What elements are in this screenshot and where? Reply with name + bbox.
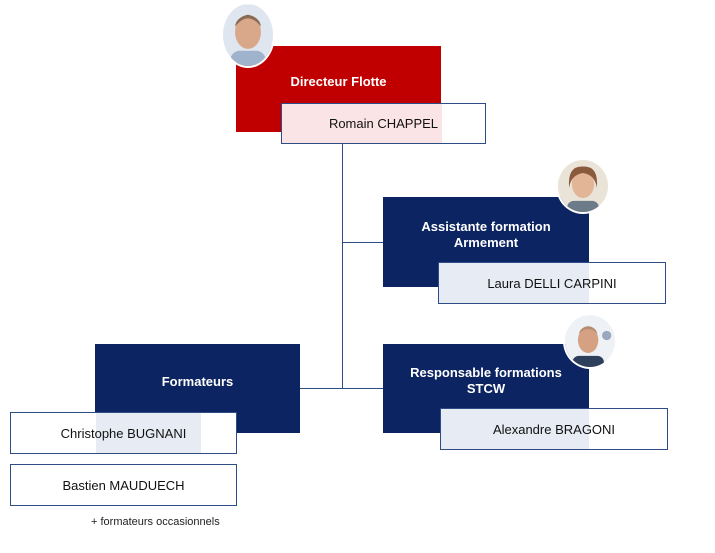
stcw-title-line2: STCW (466, 381, 506, 396)
person-photo-icon (558, 160, 608, 212)
person-photo-icon (223, 4, 273, 66)
assistant-title-line2: Armement (453, 235, 519, 250)
connector-trunk (342, 144, 343, 388)
trainer-name-box: Bastien MAUDUECH (10, 464, 237, 506)
director-name-box: Romain CHAPPEL (281, 103, 486, 144)
stcw-photo (563, 313, 617, 369)
assistant-photo (556, 158, 610, 214)
stcw-name: Alexandre BRAGONI (492, 421, 616, 437)
trainer-name: Bastien MAUDUECH (62, 477, 185, 493)
trainers-title: Formateurs (161, 374, 234, 389)
connector-bottom (300, 388, 384, 389)
stcw-title-line1: Responsable formations (410, 365, 562, 380)
director-name: Romain CHAPPEL (328, 116, 439, 131)
trainer-name: Christophe BUGNANI (60, 425, 187, 441)
trainers-note: + formateurs occasionnels (91, 516, 220, 528)
stcw-name-box: Alexandre BRAGONI (440, 408, 668, 450)
connector-assistant (342, 242, 384, 243)
assistant-name-box: Laura DELLI CARPINI (438, 262, 666, 304)
person-photo-icon (565, 315, 615, 367)
director-photo (221, 2, 275, 68)
trainer-name-box: Christophe BUGNANI (10, 412, 237, 454)
director-title: Directeur Flotte (290, 74, 387, 89)
assistant-title-line1: Assistante formation (421, 219, 551, 234)
assistant-name: Laura DELLI CARPINI (487, 275, 617, 291)
